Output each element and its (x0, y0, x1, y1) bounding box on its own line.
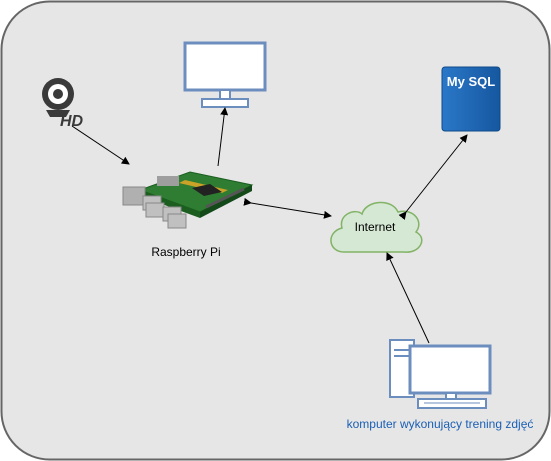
mysql-database-icon: My SQL (441, 66, 501, 132)
edge-pi-internet (243, 197, 332, 219)
internet-label: Internet (355, 220, 396, 234)
edge-internet-mysql (398, 134, 468, 220)
raspberry-pi-label: Raspberry Pi (151, 245, 220, 259)
mysql-label: My SQL (447, 74, 495, 89)
raspberry-pi-board-icon (122, 171, 254, 229)
edge-pi-to-monitor (217, 107, 229, 167)
edge-camera-to-pi (71, 125, 130, 165)
webcam-hd-icon: HD (42, 78, 84, 130)
pc-label: komputer wykonujący trening zdjęć (347, 417, 534, 431)
desktop-computer-icon (389, 339, 492, 409)
edge-pc-to-internet (386, 252, 430, 344)
monitor-icon (183, 41, 267, 108)
hd-badge: HD (60, 113, 84, 130)
